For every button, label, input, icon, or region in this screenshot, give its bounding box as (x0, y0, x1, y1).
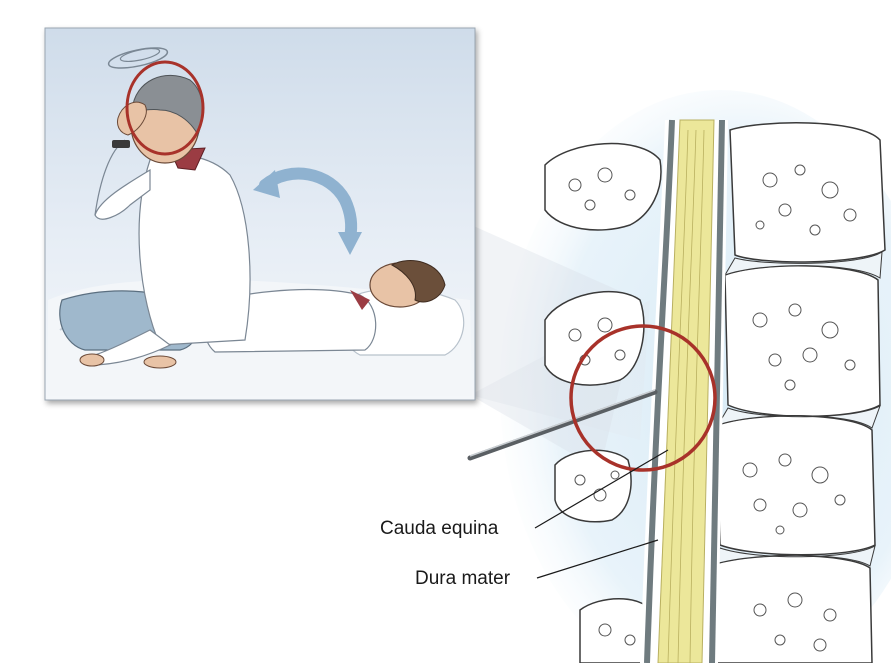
cauda-equina-label: Cauda equina (380, 518, 498, 540)
dura-mater-label: Dura mater (415, 568, 510, 590)
vertebral-bodies (712, 123, 885, 663)
